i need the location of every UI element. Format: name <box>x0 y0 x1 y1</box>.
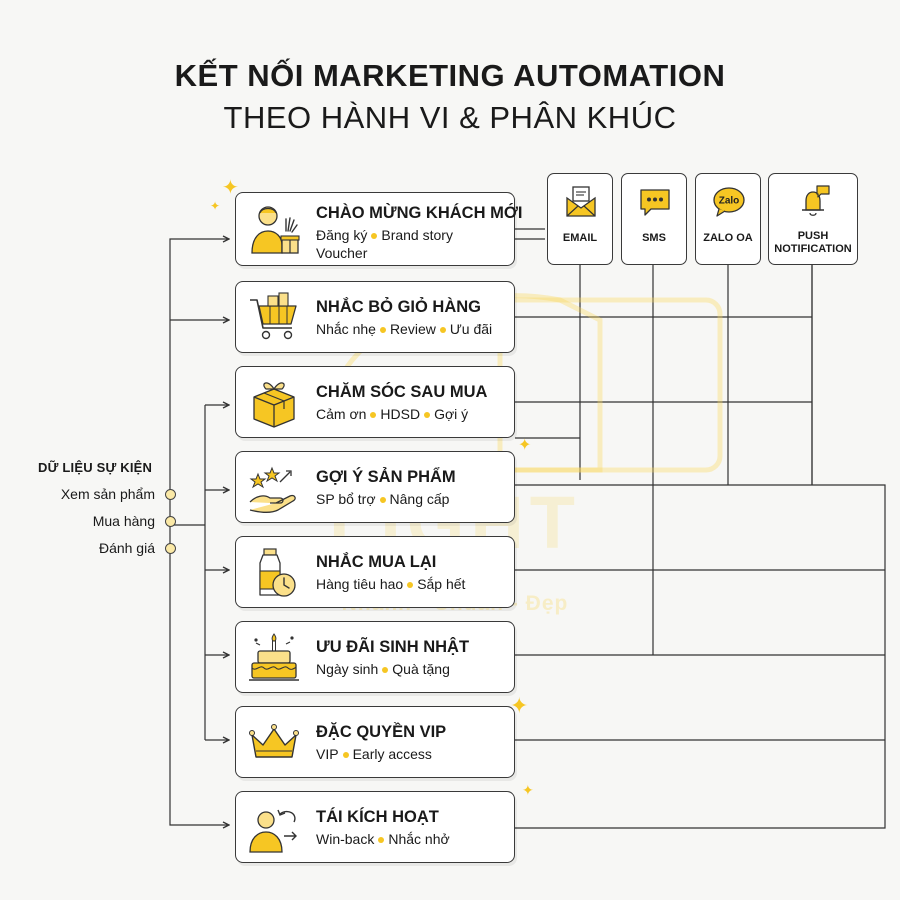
flow-card-repurchase-reminder[interactable]: NHẮC MUA LẠI Hàng tiêu hao Sắp hết <box>235 536 515 608</box>
event-source-node <box>165 543 176 554</box>
flow-tag: Brand story <box>381 227 453 243</box>
flow-title: TÁI KÍCH HOẠT <box>316 808 439 826</box>
flow-tags: Win-back Nhắc nhở <box>316 830 508 848</box>
event-source-node <box>165 489 176 500</box>
channel-push-notification: PUSH NOTIFICATION <box>768 173 858 265</box>
flow-tag: Review <box>389 321 436 337</box>
flow-tag: Nhắc nhẹ <box>316 321 376 337</box>
event-source-view-product: Xem sản phẩm <box>60 486 155 502</box>
event-source-node <box>165 516 176 527</box>
zalo-icon: Zalo <box>711 184 747 220</box>
crown-icon <box>246 715 302 771</box>
flow-tag: Voucher <box>316 245 368 261</box>
sparkle-icon: ✦ <box>522 782 534 798</box>
bullet-dot <box>342 752 349 759</box>
flow-card-product-recommendation[interactable]: GỢI Ý SẢN PHẨM SP bổ trợ Nâng cấp <box>235 451 515 523</box>
bullet-dot <box>378 837 385 844</box>
flow-tag: HDSD <box>380 406 421 422</box>
flow-tags: VIP Early access <box>316 745 508 763</box>
channel-label: SMS <box>642 232 666 244</box>
stars-hand-icon <box>246 460 302 516</box>
bullet-dot <box>379 327 386 334</box>
page-subtitle: THEO HÀNH VI & PHÂN KHÚC <box>223 100 677 135</box>
bullet-dot <box>382 667 389 674</box>
event-source-purchase: Mua hàng <box>92 513 155 529</box>
flow-card-birthday-offer[interactable]: ƯU ĐÃI SINH NHẬT Ngày sinh Quà tặng <box>235 621 515 693</box>
event-source-review: Đánh giá <box>98 540 155 556</box>
sparkle-icon: ✦ <box>222 177 239 199</box>
bullet-dot <box>424 412 431 419</box>
gift-box-icon <box>246 375 302 431</box>
flow-tag: VIP <box>316 746 339 762</box>
flow-title: CHĂM SÓC SAU MUA <box>316 383 488 401</box>
flow-card-post-purchase[interactable]: CHĂM SÓC SAU MUA Cảm ơn HDSD Gợi ý <box>235 366 515 438</box>
channel-email: EMAIL <box>547 173 613 265</box>
shopping-cart-icon <box>246 290 302 346</box>
flow-tags: SP bổ trợ Nâng cấp <box>316 490 508 508</box>
flow-tag: Cảm ơn <box>316 406 367 422</box>
bell-icon <box>796 184 832 220</box>
flow-tag: Quà tặng <box>392 661 450 677</box>
channel-label: PUSH NOTIFICATION <box>774 230 852 255</box>
bullet-dot <box>379 497 386 504</box>
flow-tag: Gợi ý <box>434 406 469 422</box>
flow-title: CHÀO MỪNG KHÁCH MỚI <box>316 204 523 222</box>
sparkle-icon: ✦ <box>210 199 221 213</box>
sms-icon <box>637 184 673 220</box>
zalo-icon-text: Zalo <box>719 196 740 207</box>
sparkle-icon: ✦ <box>518 437 532 454</box>
flow-tag: Ngày sinh <box>316 661 379 677</box>
bullet-dot <box>371 233 378 240</box>
bottle-clock-icon <box>246 545 302 601</box>
flow-tag: Hàng tiêu hao <box>316 576 404 592</box>
flow-tags: Đăng ký Brand story <box>316 226 508 244</box>
flow-tag: Nhắc nhở <box>388 831 450 847</box>
flow-title: NHẮC BỎ GIỎ HÀNG <box>316 298 481 316</box>
flow-tag: Sắp hết <box>417 576 466 592</box>
bullet-dot <box>439 327 446 334</box>
flow-tags: Hàng tiêu hao Sắp hết <box>316 575 508 593</box>
flow-tag: Đăng ký <box>316 227 368 243</box>
flow-tag: Early access <box>352 746 432 762</box>
channel-label: ZALO OA <box>703 232 753 244</box>
flow-tag: SP bổ trợ <box>316 491 376 507</box>
waving-person-gift-icon <box>246 201 302 257</box>
bullet-dot <box>370 412 377 419</box>
reactivate-user-icon <box>246 800 302 856</box>
flow-tags: Ngày sinh Quà tặng <box>316 660 508 678</box>
flow-card-abandoned-cart[interactable]: NHẮC BỎ GIỎ HÀNG Nhắc nhẹ Review Ưu đãi <box>235 281 515 353</box>
flow-tag: Ưu đãi <box>449 321 493 337</box>
flow-card-welcome[interactable]: CHÀO MỪNG KHÁCH MỚI Đăng ký Brand story V… <box>235 192 523 266</box>
channel-label: EMAIL <box>562 232 598 244</box>
channel-sms: SMS <box>621 173 687 265</box>
flow-title: GỢI Ý SẢN PHẨM <box>316 468 456 486</box>
bullet-dot <box>407 582 414 589</box>
flow-title: ƯU ĐÃI SINH NHẬT <box>316 638 470 656</box>
flow-card-vip-privilege[interactable]: ĐẶC QUYỀN VIP VIP Early access <box>235 706 515 778</box>
flow-title: ĐẶC QUYỀN VIP <box>316 723 447 741</box>
flow-title: NHẮC MUA LẠI <box>316 553 437 571</box>
channel-zalo-oa: Zalo ZALO OA <box>695 173 761 265</box>
birthday-cake-icon <box>246 630 302 686</box>
page-title: KẾT NỐI MARKETING AUTOMATION <box>174 58 726 93</box>
flow-tag: Win-back <box>316 831 375 847</box>
flow-tags: Cảm ơn HDSD Gợi ý <box>316 405 508 423</box>
flow-tag: Nâng cấp <box>389 491 450 507</box>
event-data-heading: DỮ LIỆU SỰ KIỆN <box>38 460 153 475</box>
flow-tags: Nhắc nhẹ Review Ưu đãi <box>316 320 508 338</box>
email-icon <box>563 184 599 220</box>
flow-card-reactivation[interactable]: TÁI KÍCH HOẠT Win-back Nhắc nhở <box>235 791 515 863</box>
